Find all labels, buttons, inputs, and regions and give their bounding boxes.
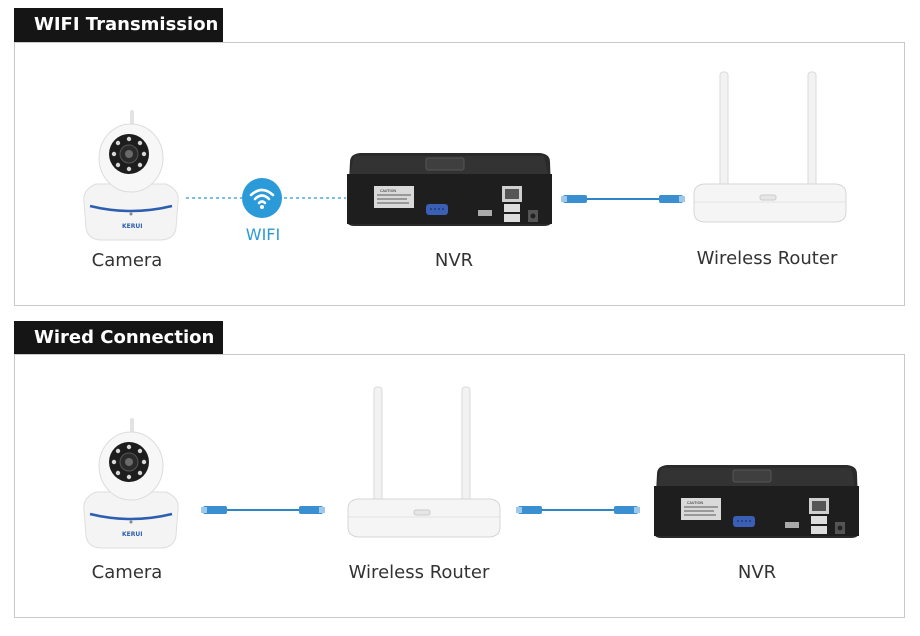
ethernet-cable xyxy=(516,503,640,517)
router-device xyxy=(690,70,850,230)
nvr-device: CAUTION xyxy=(651,460,863,544)
section-title-wifi: WIFI Transmission xyxy=(14,8,223,42)
nvr-device: CAUTION xyxy=(344,148,556,232)
nvr-caution-sticker: CAUTION xyxy=(687,501,703,505)
camera-label: Camera xyxy=(91,562,163,583)
wifi-icon xyxy=(241,177,283,219)
nvr-label: NVR xyxy=(434,250,474,271)
camera-device: KERUI xyxy=(78,110,184,242)
router-label: Wireless Router xyxy=(696,248,838,269)
wifi-dashed-link-left xyxy=(186,196,242,200)
camera-label: Camera xyxy=(91,250,163,271)
wifi-label: WIFI xyxy=(245,225,281,244)
ethernet-cable xyxy=(561,192,685,206)
router-label: Wireless Router xyxy=(348,562,490,583)
camera-device: KERUI xyxy=(78,418,184,550)
router-device xyxy=(344,385,504,545)
ethernet-cable xyxy=(201,503,325,517)
camera-brand-logo: KERUI xyxy=(122,223,142,230)
camera-brand-logo: KERUI xyxy=(122,531,142,538)
nvr-caution-sticker: CAUTION xyxy=(380,189,396,193)
wifi-dashed-link-right xyxy=(284,196,346,200)
nvr-label: NVR xyxy=(737,562,777,583)
section-title-wired: Wired Connection xyxy=(14,321,223,355)
